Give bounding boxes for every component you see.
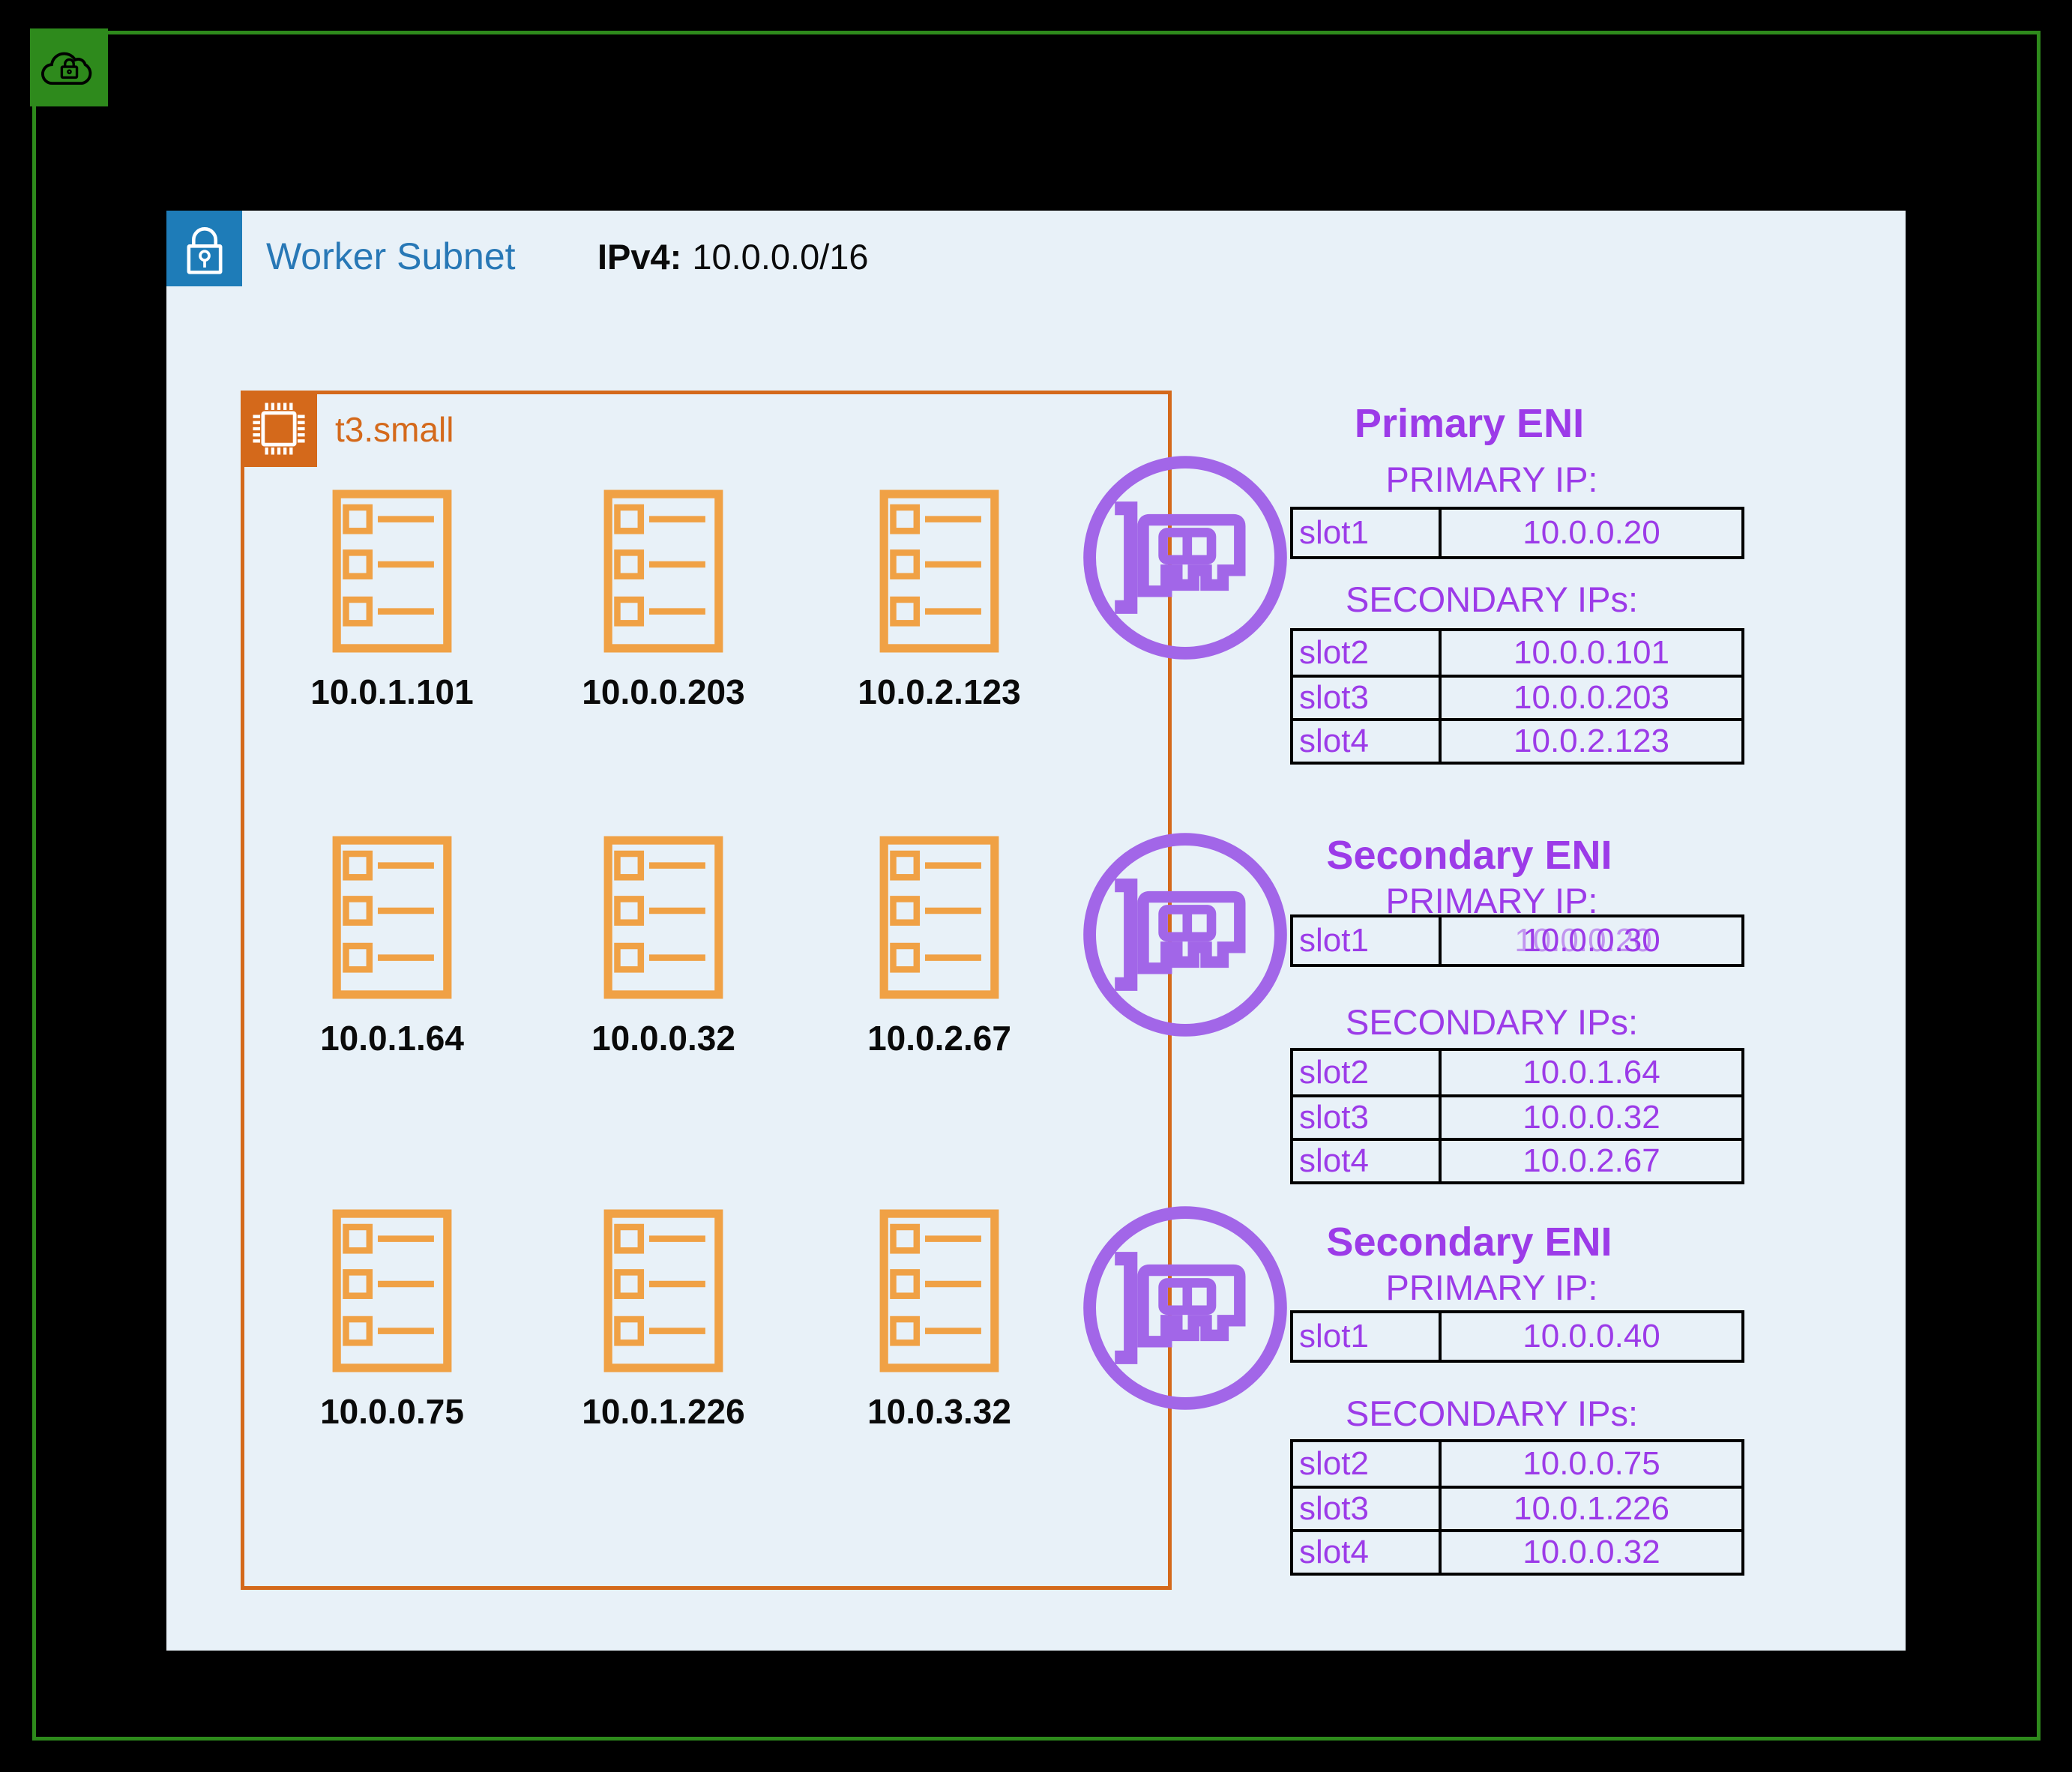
cloud-badge bbox=[30, 28, 108, 106]
ghost-ip-text: 10.0.0.20 bbox=[1514, 922, 1652, 959]
pod: 10.0.1.101 bbox=[295, 487, 490, 712]
secondary-ips-heading: SECONDARY IPs: bbox=[1345, 579, 1639, 619]
pod-ip-label: 10.0.1.64 bbox=[320, 1019, 464, 1058]
primary-ip-heading: PRIMARY IP: bbox=[1385, 1268, 1598, 1307]
eni-title: Primary ENI bbox=[1354, 401, 1585, 446]
eni-card-icon bbox=[1083, 1206, 1287, 1410]
ip-cell: 10.0.0.20 bbox=[1523, 514, 1660, 551]
pod: 10.0.1.64 bbox=[295, 834, 490, 1058]
pod: 10.0.1.226 bbox=[566, 1207, 761, 1432]
ip-text: 10.0.0.30 bbox=[1523, 922, 1660, 959]
instance-box bbox=[241, 391, 1172, 1590]
pod-list-icon bbox=[603, 1209, 723, 1372]
table-row: slot2 10.0.1.64 bbox=[1293, 1051, 1741, 1094]
eni-title: Secondary ENI bbox=[1326, 833, 1612, 878]
slot-cell: slot4 bbox=[1293, 1532, 1442, 1573]
ip-cell: 10.0.0.32 bbox=[1523, 1534, 1660, 1570]
slot-cell: slot3 bbox=[1293, 1097, 1442, 1138]
ip-cell: 10.0.2.67 bbox=[1523, 1142, 1660, 1179]
subnet-title: Worker Subnet bbox=[266, 235, 516, 277]
slot-cell: slot3 bbox=[1293, 678, 1442, 718]
table-row: slot4 10.0.0.32 bbox=[1293, 1529, 1741, 1573]
primary-ip-table: slot1 10.0.0.20 10.0.0.30 bbox=[1290, 914, 1744, 967]
slot-cell: slot3 bbox=[1293, 1489, 1442, 1529]
subnet-badge bbox=[166, 211, 242, 286]
pod-ip-label: 10.0.1.226 bbox=[582, 1392, 745, 1431]
slot-cell: slot4 bbox=[1293, 721, 1442, 762]
primary-ip-heading: PRIMARY IP: bbox=[1385, 459, 1598, 499]
instance-type-label: t3.small bbox=[335, 410, 454, 449]
ip-cell: 10.0.0.203 bbox=[1514, 679, 1669, 716]
table-row: slot1 10.0.0.20 10.0.0.30 bbox=[1293, 917, 1741, 964]
pod-list-icon bbox=[603, 836, 723, 999]
slot-cell: slot1 bbox=[1293, 510, 1442, 556]
pod-list-icon bbox=[879, 836, 999, 999]
pod: 10.0.2.123 bbox=[842, 487, 1037, 712]
subnet-cidr-label: IPv4: bbox=[597, 237, 682, 277]
secondary-ips-table: slot2 10.0.0.101 slot3 10.0.0.203 slot4 … bbox=[1290, 628, 1744, 765]
ip-cell: 10.0.0.101 bbox=[1514, 634, 1669, 671]
secondary-ips-table: slot2 10.0.1.64 slot3 10.0.0.32 slot4 10… bbox=[1290, 1048, 1744, 1184]
secondary-ips-table: slot2 10.0.0.75 slot3 10.0.1.226 slot4 1… bbox=[1290, 1439, 1744, 1576]
pod: 10.0.0.203 bbox=[566, 487, 761, 712]
pod-ip-label: 10.0.0.32 bbox=[591, 1019, 735, 1058]
pod: 10.0.3.32 bbox=[842, 1207, 1037, 1432]
pod-ip-label: 10.0.0.203 bbox=[582, 672, 745, 711]
instance-chip-icon bbox=[253, 403, 305, 455]
cloud-lock-icon bbox=[41, 52, 92, 85]
eni-card-icon bbox=[1083, 833, 1287, 1037]
slot-cell: slot2 bbox=[1293, 1442, 1442, 1486]
ip-cell: 10.0.1.226 bbox=[1514, 1490, 1669, 1527]
pod-list-icon bbox=[879, 1209, 999, 1372]
slot-cell: slot1 bbox=[1293, 917, 1442, 964]
pod-list-icon bbox=[332, 836, 452, 999]
worker-subnet-container: Worker Subnet IPv4:10.0.0.0/16 t3.small bbox=[166, 211, 1906, 1651]
pod-ip-label: 10.0.3.32 bbox=[867, 1392, 1011, 1431]
table-row: slot3 10.0.1.226 bbox=[1293, 1486, 1741, 1529]
pod: 10.0.0.75 bbox=[295, 1207, 490, 1432]
subnet-cidr: IPv4:10.0.0.0/16 bbox=[597, 236, 869, 278]
slot-cell: slot2 bbox=[1293, 631, 1442, 675]
pod-ip-label: 10.0.2.67 bbox=[867, 1019, 1011, 1058]
secondary-ips-heading: SECONDARY IPs: bbox=[1345, 1393, 1639, 1433]
table-row: slot2 10.0.0.101 bbox=[1293, 631, 1741, 675]
secondary-ips-heading: SECONDARY IPs: bbox=[1345, 1002, 1639, 1042]
primary-ip-heading: PRIMARY IP: bbox=[1385, 881, 1598, 920]
pod: 10.0.2.67 bbox=[842, 834, 1037, 1058]
ip-cell: 10.0.0.32 bbox=[1523, 1099, 1660, 1136]
pod-list-icon bbox=[603, 489, 723, 653]
cloud-boundary bbox=[32, 31, 2041, 1741]
table-row: slot3 10.0.0.203 bbox=[1293, 675, 1741, 718]
primary-ip-table: slot1 10.0.0.20 bbox=[1290, 507, 1744, 559]
pod-ip-label: 10.0.1.101 bbox=[310, 672, 474, 711]
ip-cell: 10.0.0.20 10.0.0.30 bbox=[1442, 917, 1741, 964]
ip-cell: 10.0.0.40 bbox=[1523, 1318, 1660, 1354]
primary-ip-table: slot1 10.0.0.40 bbox=[1290, 1310, 1744, 1363]
private-subnet-lock-icon bbox=[187, 226, 222, 274]
table-row: slot3 10.0.0.32 bbox=[1293, 1094, 1741, 1138]
pod: 10.0.0.32 bbox=[566, 834, 761, 1058]
slot-cell: slot2 bbox=[1293, 1051, 1442, 1094]
eni-title: Secondary ENI bbox=[1326, 1220, 1612, 1265]
pod-list-icon bbox=[332, 489, 452, 653]
pod-list-icon bbox=[879, 489, 999, 653]
eni-card-icon bbox=[1083, 456, 1287, 660]
pod-ip-label: 10.0.2.123 bbox=[858, 672, 1021, 711]
table-row: slot1 10.0.0.20 bbox=[1293, 510, 1741, 556]
ip-cell: 10.0.1.64 bbox=[1523, 1054, 1660, 1091]
table-row: slot2 10.0.0.75 bbox=[1293, 1442, 1741, 1486]
slot-cell: slot1 bbox=[1293, 1313, 1442, 1360]
subnet-cidr-value: 10.0.0.0/16 bbox=[692, 237, 869, 277]
ip-cell: 10.0.2.123 bbox=[1514, 723, 1669, 759]
table-row: slot1 10.0.0.40 bbox=[1293, 1313, 1741, 1360]
slot-cell: slot4 bbox=[1293, 1141, 1442, 1181]
pod-list-icon bbox=[332, 1209, 452, 1372]
pod-ip-label: 10.0.0.75 bbox=[320, 1392, 464, 1431]
table-row: slot4 10.0.2.67 bbox=[1293, 1138, 1741, 1181]
instance-badge bbox=[241, 391, 317, 467]
table-row: slot4 10.0.2.123 bbox=[1293, 718, 1741, 762]
ip-cell: 10.0.0.75 bbox=[1523, 1445, 1660, 1482]
